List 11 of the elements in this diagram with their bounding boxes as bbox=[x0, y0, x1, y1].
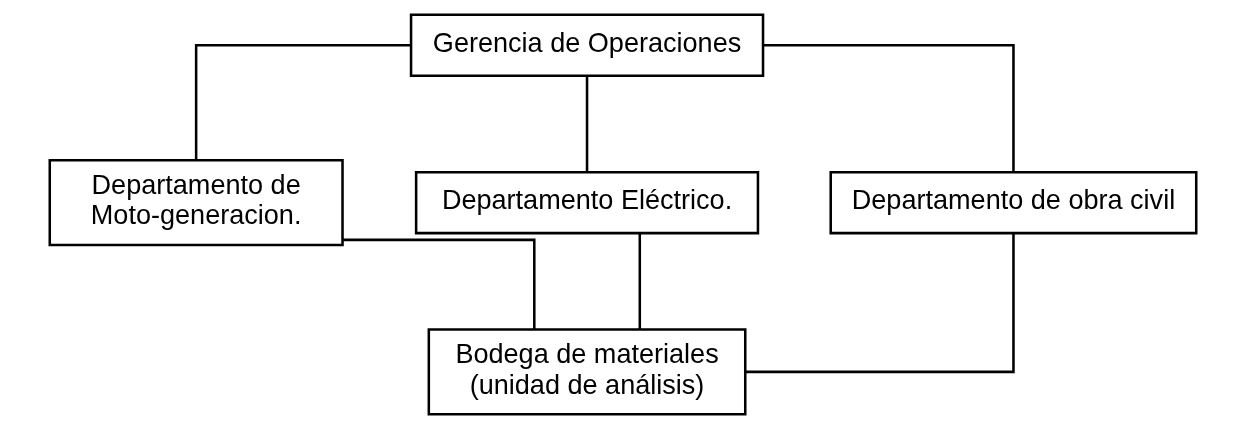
connector bbox=[194, 44, 412, 160]
connector bbox=[745, 233, 1015, 374]
connector bbox=[638, 233, 642, 330]
node-box: Gerencia de Operaciones bbox=[409, 13, 765, 77]
node-box: Departamento de Moto-generacion. bbox=[48, 159, 344, 247]
node-box: Bodega de materiales (unidad de análisis) bbox=[427, 328, 747, 416]
node-box: Departamento Eléctrico. bbox=[414, 170, 760, 235]
connector bbox=[343, 238, 536, 330]
connector bbox=[585, 76, 589, 173]
node-box: Departamento de obra civil bbox=[829, 170, 1198, 235]
connector bbox=[763, 44, 1015, 172]
